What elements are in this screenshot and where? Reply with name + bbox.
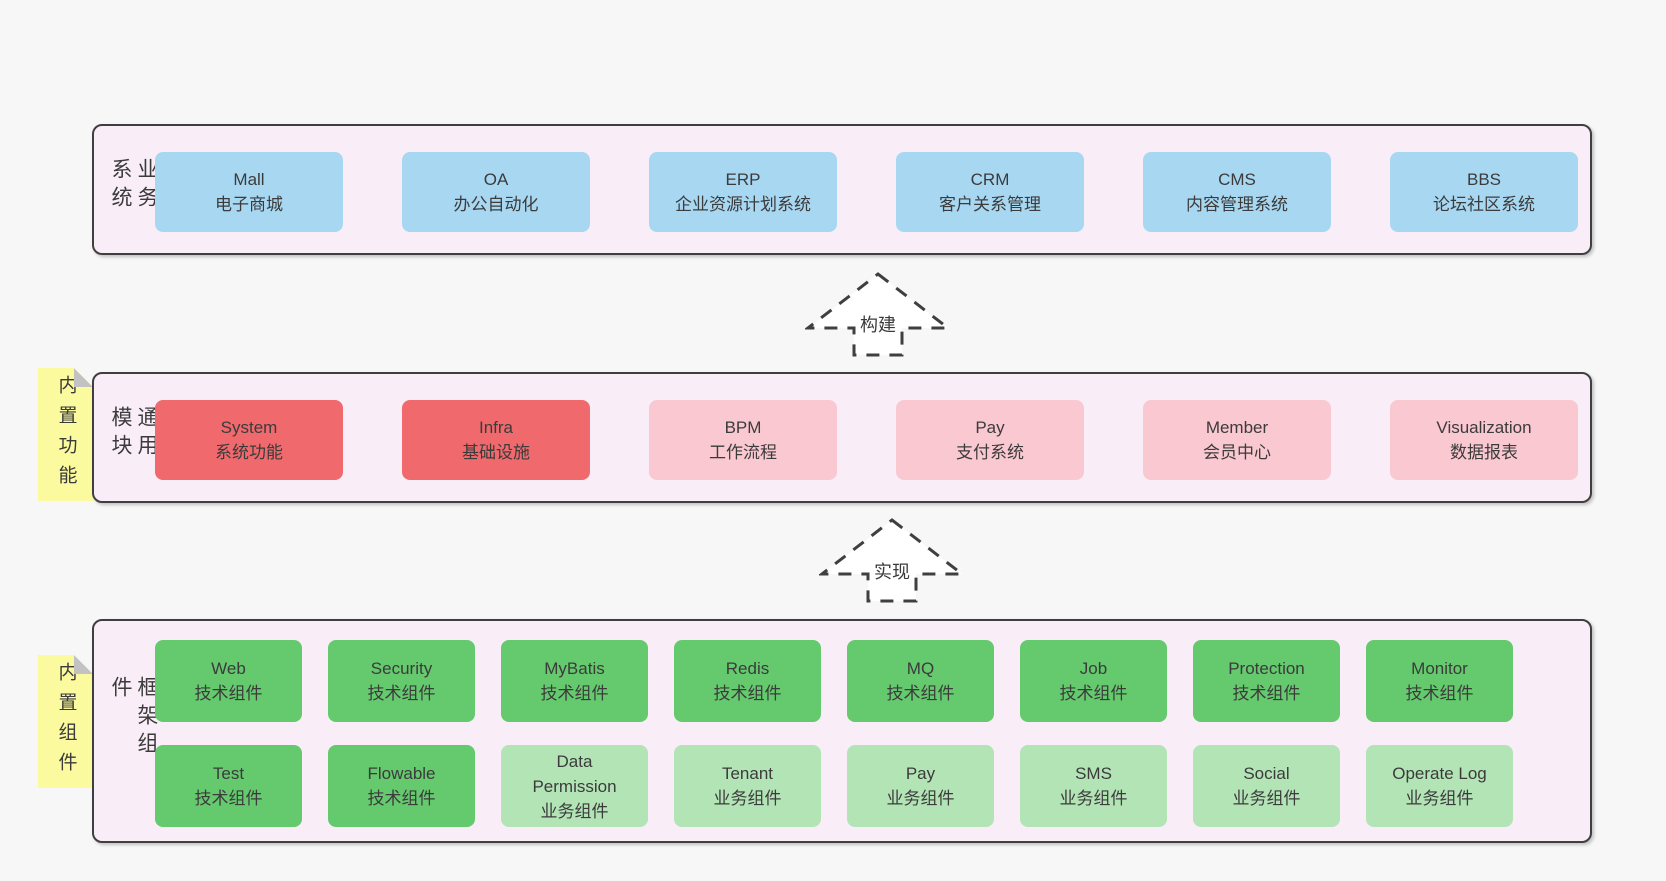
box-tenant: Tenant 业务组件 bbox=[674, 745, 821, 827]
box-mq: MQ 技术组件 bbox=[847, 640, 994, 722]
box-mybatis: MyBatis 技术组件 bbox=[501, 640, 648, 722]
layer-framework-components: 框架组件 Web 技术组件 Security 技术组件 MyBatis 技术组件… bbox=[92, 619, 1592, 843]
sticky-fold-corner-icon bbox=[74, 655, 93, 674]
box-member: Member 会员中心 bbox=[1143, 400, 1331, 480]
layer-modules-label: 通用模块 bbox=[109, 405, 158, 462]
build-arrow-label: 构建 bbox=[857, 311, 899, 337]
box-infra: Infra 基础设施 bbox=[402, 400, 590, 480]
box-oa: OA 办公自动化 bbox=[402, 152, 590, 232]
sticky-note-built-in-functions: 内置功能 bbox=[38, 368, 93, 501]
box-test: Test 技术组件 bbox=[155, 745, 302, 827]
box-erp: ERP 企业资源计划系统 bbox=[649, 152, 837, 232]
box-security: Security 技术组件 bbox=[328, 640, 475, 722]
box-redis: Redis 技术组件 bbox=[674, 640, 821, 722]
box-web: Web 技术组件 bbox=[155, 640, 302, 722]
box-mall: Mall 电子商城 bbox=[155, 152, 343, 232]
box-bpm: BPM 工作流程 bbox=[649, 400, 837, 480]
sticky-note-built-in-components: 内置组件 bbox=[38, 655, 93, 788]
box-protection: Protection 技术组件 bbox=[1193, 640, 1340, 722]
box-visualization: Visualization 数据报表 bbox=[1390, 400, 1578, 480]
box-crm: CRM 客户关系管理 bbox=[896, 152, 1084, 232]
box-monitor: Monitor 技术组件 bbox=[1366, 640, 1513, 722]
box-bbs: BBS 论坛社区系统 bbox=[1390, 152, 1578, 232]
sticky-fold-corner-icon bbox=[74, 368, 93, 387]
box-pay-component: Pay 业务组件 bbox=[847, 745, 994, 827]
box-cms: CMS 内容管理系统 bbox=[1143, 152, 1331, 232]
box-sms: SMS 业务组件 bbox=[1020, 745, 1167, 827]
layer-components-label: 框架组件 bbox=[109, 676, 158, 760]
layer-business-systems: 业务系统 Mall 电子商城 OA 办公自动化 ERP 企业资源计划系统 CRM… bbox=[92, 124, 1592, 255]
box-pay-module: Pay 支付系统 bbox=[896, 400, 1084, 480]
layer-common-modules: 通用模块 System 系统功能 Infra 基础设施 BPM 工作流程 Pay… bbox=[92, 372, 1592, 503]
layer-business-label: 业务系统 bbox=[109, 157, 158, 214]
box-data-permission: Data Permission 业务组件 bbox=[501, 745, 648, 827]
box-flowable: Flowable 技术组件 bbox=[328, 745, 475, 827]
box-job: Job 技术组件 bbox=[1020, 640, 1167, 722]
implement-arrow-label: 实现 bbox=[871, 558, 913, 584]
box-system: System 系统功能 bbox=[155, 400, 343, 480]
box-operate-log: Operate Log 业务组件 bbox=[1366, 745, 1513, 827]
box-social: Social 业务组件 bbox=[1193, 745, 1340, 827]
